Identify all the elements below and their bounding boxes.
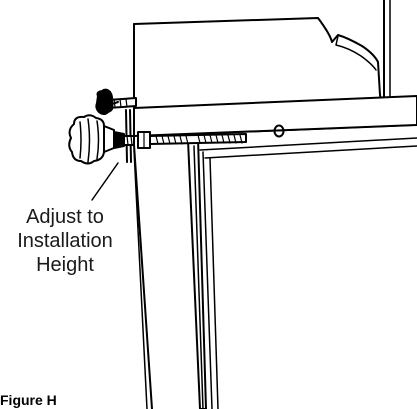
callout-line-2: Installation xyxy=(17,230,113,252)
small-knob-icon xyxy=(95,88,137,115)
large-knob-icon xyxy=(68,114,135,165)
callout-line-1: Adjust to xyxy=(26,206,104,228)
back-panel xyxy=(133,0,391,109)
mounting-hole xyxy=(273,124,285,138)
callout-adjust-height: Adjust to Installation Height xyxy=(0,205,130,277)
threaded-rod xyxy=(149,133,247,145)
callout-leader-line xyxy=(91,162,119,201)
inner-frame xyxy=(199,137,417,409)
rod-collar xyxy=(137,131,151,149)
callout-line-3: Height xyxy=(36,254,94,276)
figure-label: Figure H xyxy=(0,392,57,408)
